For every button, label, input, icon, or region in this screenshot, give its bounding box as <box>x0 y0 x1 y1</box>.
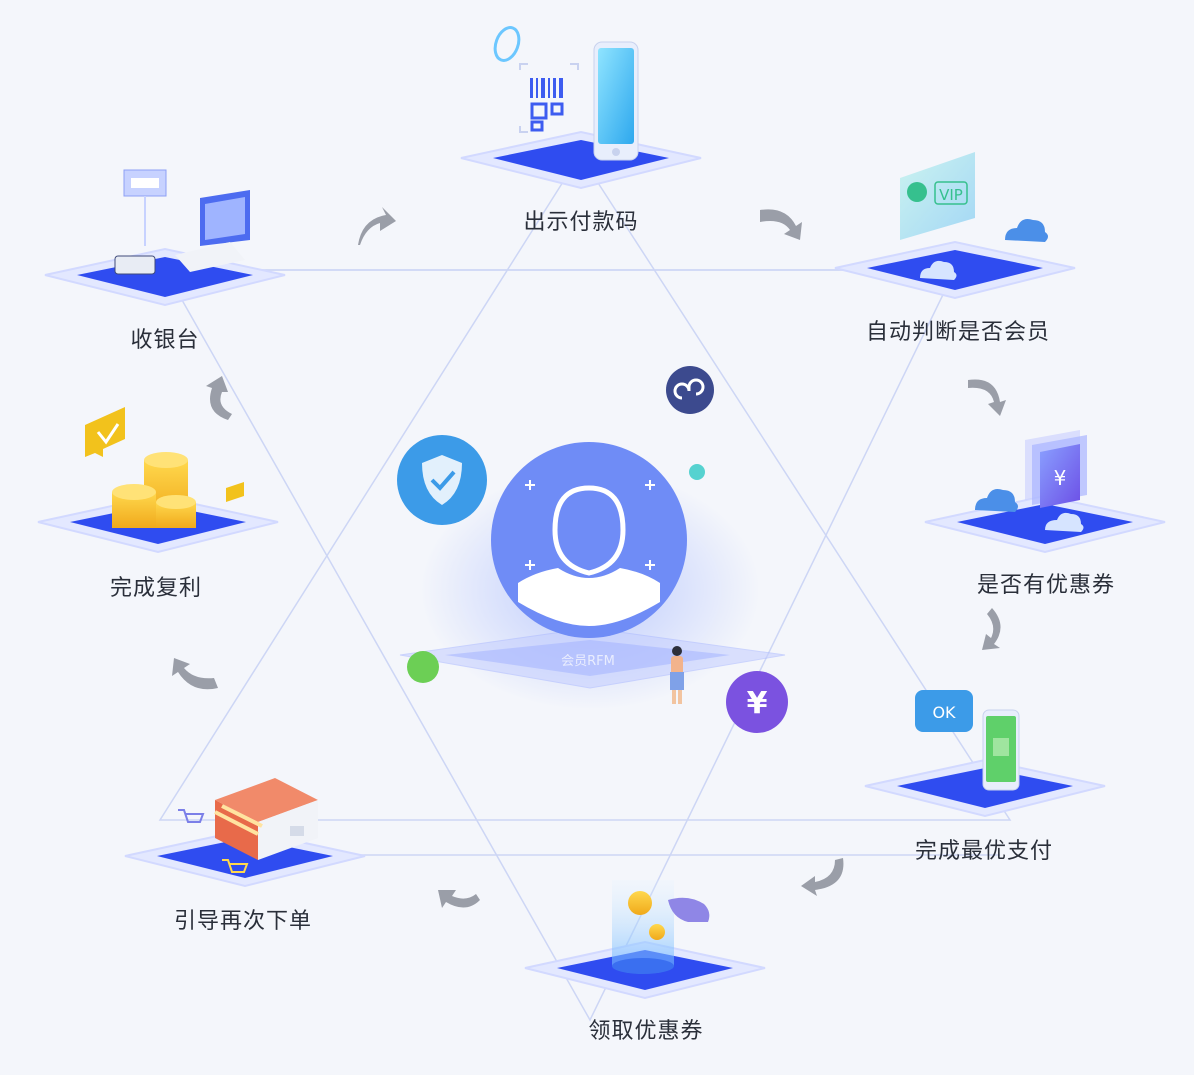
arrow-reorder-to-compound <box>172 658 218 690</box>
step-label-compound: 完成复利 <box>109 576 203 601</box>
shopping-cart-icon <box>178 809 205 823</box>
cloud-icon <box>1005 219 1048 242</box>
chat-bubble-icon <box>85 407 125 457</box>
shopping-cart-icon-platform <box>222 859 249 873</box>
step-label-show-code: 出示付款码 <box>523 210 639 235</box>
step-label-cashier: 收银台 <box>130 328 200 353</box>
teal-dot <box>689 464 705 480</box>
mini-program-link-icon <box>666 366 714 414</box>
person-figure <box>670 646 684 704</box>
step-label-coupon-check: 是否有优惠券 <box>976 573 1116 598</box>
step-label-reorder: 引导再次下单 <box>173 909 313 934</box>
step-label-best-payment: 完成最优支付 <box>914 839 1054 864</box>
cashier-illustration <box>114 169 250 275</box>
flow-arrows <box>172 207 1006 908</box>
arrow-coupon-to-pay <box>982 608 1001 650</box>
person-silhouette-icon <box>518 485 660 626</box>
cloud-icon-platform <box>920 260 957 280</box>
center-hub: 会员RFM <box>399 442 786 710</box>
arrow-pay-to-getcoupon <box>801 858 844 896</box>
coupon-ticket-illustration: ¥ <box>975 430 1087 532</box>
yuan-symbol: ¥ <box>747 686 768 721</box>
shop-illustration <box>178 778 318 873</box>
step-label-member-check: 自动判断是否会员 <box>865 320 1051 345</box>
coin-icon-small <box>649 924 665 940</box>
small-bubble-icon <box>226 482 244 502</box>
payment-ok-illustration: OK <box>915 690 1020 791</box>
platform-show-code <box>460 130 702 190</box>
barcode-icon <box>530 78 563 98</box>
green-dot <box>407 651 439 683</box>
ok-badge-text: OK <box>932 703 956 722</box>
vip-badge-text: VIP <box>939 186 963 204</box>
center-platform-text: 会员RFM <box>561 654 615 669</box>
arrow-compound-to-cashier <box>206 376 232 420</box>
vip-card-illustration: VIP <box>900 152 1048 280</box>
platform-member-check <box>834 240 1076 300</box>
pointing-hand-icon <box>668 897 710 922</box>
cloud-icon-right <box>1045 512 1084 532</box>
arrow-cashier-to-code <box>358 207 396 245</box>
nfc-ring-icon <box>493 26 521 62</box>
coupon-cylinder-illustration <box>612 880 710 974</box>
phone-qr-illustration <box>493 26 639 161</box>
coin-stack-illustration <box>85 407 244 528</box>
coin-icon <box>628 891 652 915</box>
card-reader-icon <box>114 255 156 275</box>
shield-check-icon <box>397 435 487 525</box>
cloud-icon-left <box>975 489 1018 512</box>
arrow-getcoupon-to-reorder <box>438 890 480 908</box>
yuan-coin-icon: ¥ <box>726 671 788 733</box>
platform-cashier <box>44 247 286 307</box>
qr-code-icon <box>530 102 564 132</box>
face-scan-corners <box>525 480 655 570</box>
ticket-yuan-symbol: ¥ <box>1054 466 1067 490</box>
arrow-code-to-member <box>760 209 802 240</box>
step-label-get-coupon: 领取优惠券 <box>588 1019 704 1044</box>
arrow-member-to-coupon <box>968 379 1006 416</box>
